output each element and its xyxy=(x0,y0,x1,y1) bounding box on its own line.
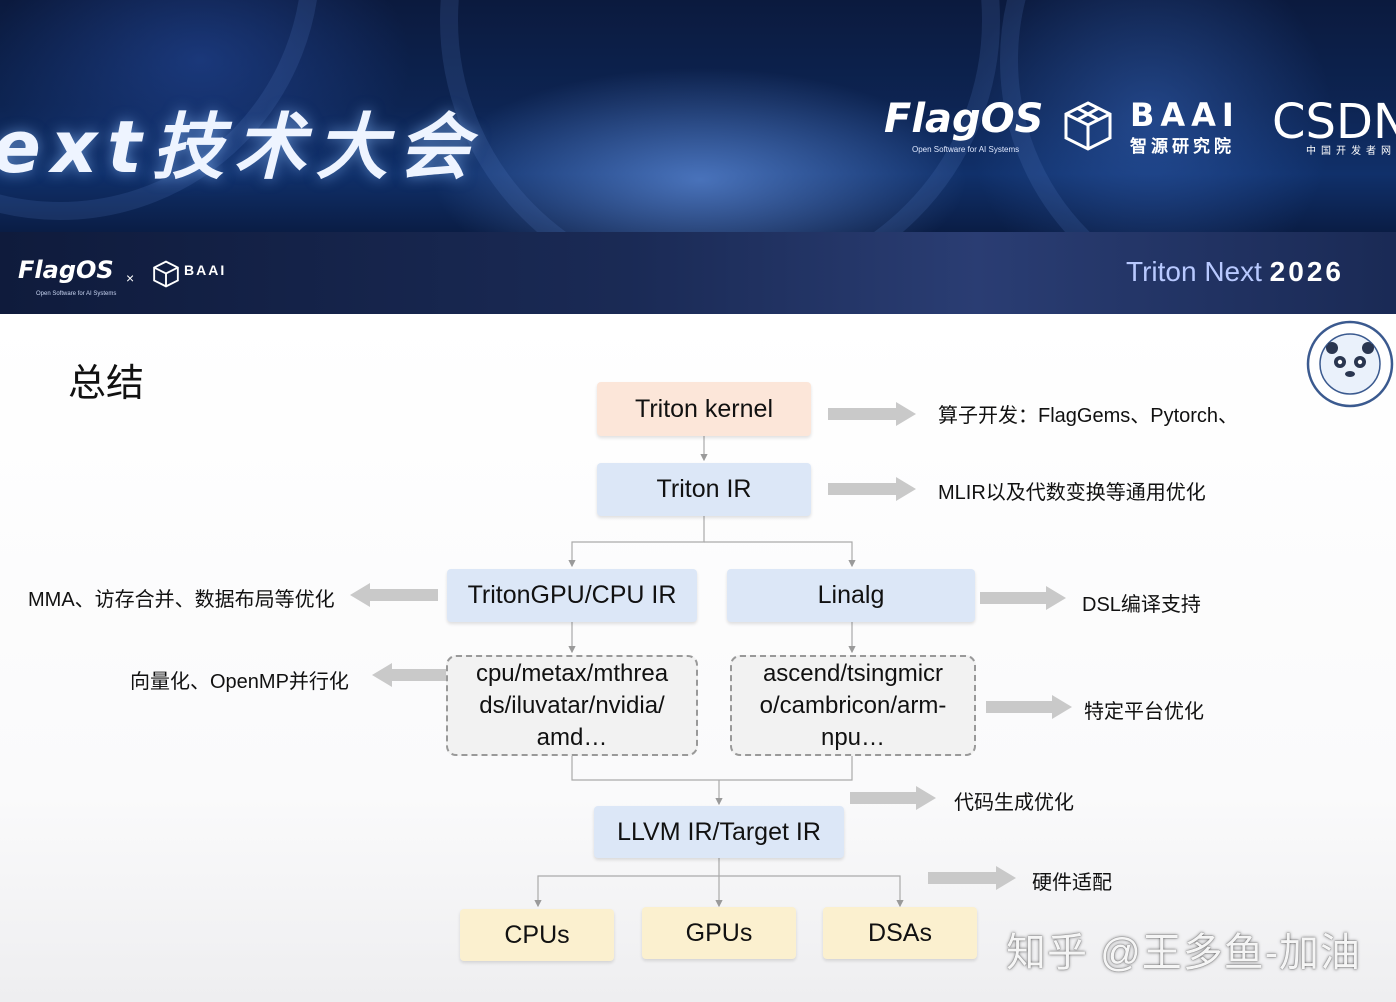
node-cpus: CPUs xyxy=(460,909,614,961)
node-triton-kernel: Triton kernel xyxy=(597,382,811,436)
event-name-prefix: Triton Next xyxy=(1126,256,1270,287)
flagos-logo: FlagOS xyxy=(884,96,1044,142)
arrow-right-tritonir xyxy=(828,477,916,501)
annotation-gpu-backends: 向量化、OpenMP并行化 xyxy=(130,671,349,693)
node-triton-ir: Triton IR xyxy=(597,463,811,516)
lab-seal-icon xyxy=(1306,320,1394,408)
csdn-logo-cn: 中国开发者网 xyxy=(1306,146,1396,157)
slide-header: FlagOS Open Software for AI Systems × BA… xyxy=(0,232,1396,314)
node-gpu-backends: cpu/metax/mthrea ds/iluvatar/nvidia/ amd… xyxy=(446,655,698,756)
annotation-triton-ir: MLIR以及代数变换等通用优化 xyxy=(938,482,1206,504)
baai-logo-cn: 智源研究院 xyxy=(1130,137,1235,156)
flagos-logo-small-tagline: Open Software for AI Systems xyxy=(36,291,117,297)
annotation-npu-backends: 特定平台优化 xyxy=(1084,701,1204,723)
baai-cube-icon xyxy=(1064,101,1112,151)
arrow-left-tritongpu xyxy=(350,583,438,607)
baai-logo-small: BAAI xyxy=(184,262,227,278)
arrow-right-llvm xyxy=(850,786,936,810)
baai-logo: BAAI xyxy=(1130,96,1240,134)
arrow-right-linalg xyxy=(980,586,1066,610)
event-name: Triton Next 2026 xyxy=(1126,256,1344,288)
arrow-right-kernel xyxy=(828,402,916,426)
node-linalg: Linalg xyxy=(727,569,975,622)
node-tritongpu-cpu-ir: TritonGPU/CPU IR xyxy=(447,569,697,622)
flagos-logo-tagline: Open Software for AI Systems xyxy=(912,145,1020,154)
baai-cube-icon-small xyxy=(153,260,179,288)
annotation-tritongpu: MMA、访存合并、数据布局等优化 xyxy=(28,589,335,611)
annotation-kernel: 算子开发：FlagGems、Pytorch、 xyxy=(938,405,1239,427)
arrow-left-gpu-backends xyxy=(372,663,446,687)
conference-title: ext技术大会 xyxy=(0,105,480,189)
annotation-linalg: DSL编译支持 xyxy=(1082,594,1201,616)
node-gpus: GPUs xyxy=(642,907,796,959)
event-year: 2026 xyxy=(1269,256,1344,287)
node-dsas: DSAs xyxy=(823,907,977,959)
annotation-llvm: 代码生成优化 xyxy=(954,792,1074,814)
slide-title: 总结 xyxy=(68,363,145,405)
arrow-right-npu-backends xyxy=(986,695,1072,719)
node-npu-backends: ascend/tsingmicr o/cambricon/arm- npu… xyxy=(730,655,976,756)
cobrand-separator: × xyxy=(126,270,135,286)
arrow-right-hardware xyxy=(928,866,1016,890)
event-banner: ext技术大会 FlagOS Open Software for AI Syst… xyxy=(0,0,1396,232)
annotation-hardware: 硬件适配 xyxy=(1032,872,1112,894)
flagos-logo-small: FlagOS xyxy=(18,256,114,284)
zhihu-watermark: 知乎 @王多鱼-加油 xyxy=(1006,931,1362,975)
node-llvm-target-ir: LLVM IR/Target IR xyxy=(594,806,844,858)
csdn-logo: CSDN xyxy=(1272,94,1396,150)
